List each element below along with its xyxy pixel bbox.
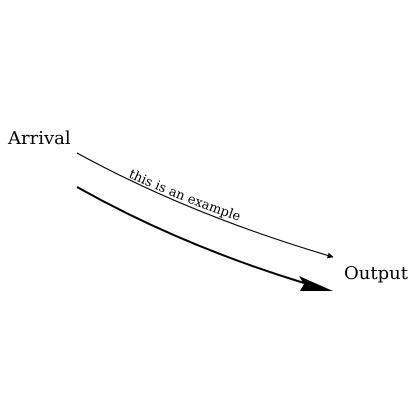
node-arrival-label: Arrival bbox=[7, 128, 71, 149]
node-output-label: Output bbox=[344, 263, 409, 284]
lower-edge-arrow bbox=[76, 186, 305, 284]
upper-edge-label: this is an example bbox=[126, 167, 242, 225]
upper-edge-arrow bbox=[76, 152, 334, 259]
lower-arrowhead bbox=[299, 276, 333, 291]
upper-edge-label-text: this is an example bbox=[126, 167, 242, 225]
